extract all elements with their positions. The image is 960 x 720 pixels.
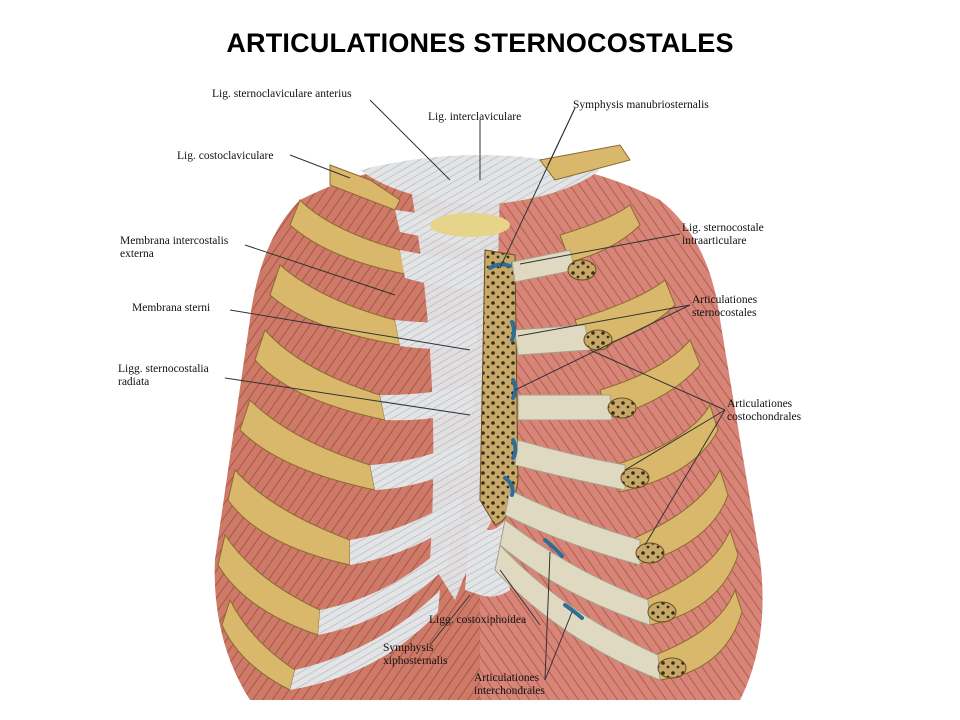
label-articulationes-sternocostales-line1: Articulationes xyxy=(692,294,758,306)
label-symphysis-xiphosternalis-line2: xiphosternalis xyxy=(383,655,448,667)
label-membrana-intercostalis-externa-line1: Membrana intercostalis xyxy=(120,235,229,247)
membrana-sterni-sheet xyxy=(410,180,500,600)
label-membrana-intercostalis-externa-line2: externa xyxy=(120,248,154,260)
label-articulationes-sternocostales-line2: sternocostales xyxy=(692,307,757,319)
label-articulationes-costochondrales-line2: costochondrales xyxy=(727,411,802,423)
label-membrana-sterni: Membrana sterni xyxy=(132,302,211,314)
leader-lines xyxy=(224,99,726,681)
label-ligg-costoxiphoidea: Ligg. costoxiphoidea xyxy=(429,614,527,626)
label-lig-sternoclaviculare-anterius: Lig. sternoclaviculare anterius xyxy=(212,88,352,100)
label-articulationes-interchondrales-line1: Articulationes xyxy=(474,672,540,684)
label-ligg-sternocostalia-radiata-line1: Ligg. sternocostalia xyxy=(118,363,209,375)
label-lig-costoclaviculare: Lig. costoclaviculare xyxy=(177,150,274,162)
label-articulationes-interchondrales-line2: interchondrales xyxy=(474,685,545,697)
label-ligg-sternocostalia-radiata-line2: radiata xyxy=(118,376,150,388)
label-lig-sternocostale-intraarticulare-line2: intraarticulare xyxy=(682,235,747,247)
label-symphysis-xiphosternalis-line1: Symphysis xyxy=(383,642,434,654)
clavicular-notch-fat xyxy=(430,213,510,237)
label-articulationes-costochondrales-line1: Articulationes xyxy=(727,398,793,410)
xiphoid-process xyxy=(465,520,510,597)
rib-cross-sections xyxy=(567,259,687,679)
label-lig-interclaviculare: Lig. interclaviculare xyxy=(428,111,522,123)
label-lig-sternocostale-intraarticulare-line1: Lig. sternocostale xyxy=(682,222,764,234)
page-title: ARTICULATIONES STERNOCOSTALES xyxy=(226,28,734,58)
label-symphysis-manubriosternalis: Symphysis manubriosternalis xyxy=(573,99,709,111)
